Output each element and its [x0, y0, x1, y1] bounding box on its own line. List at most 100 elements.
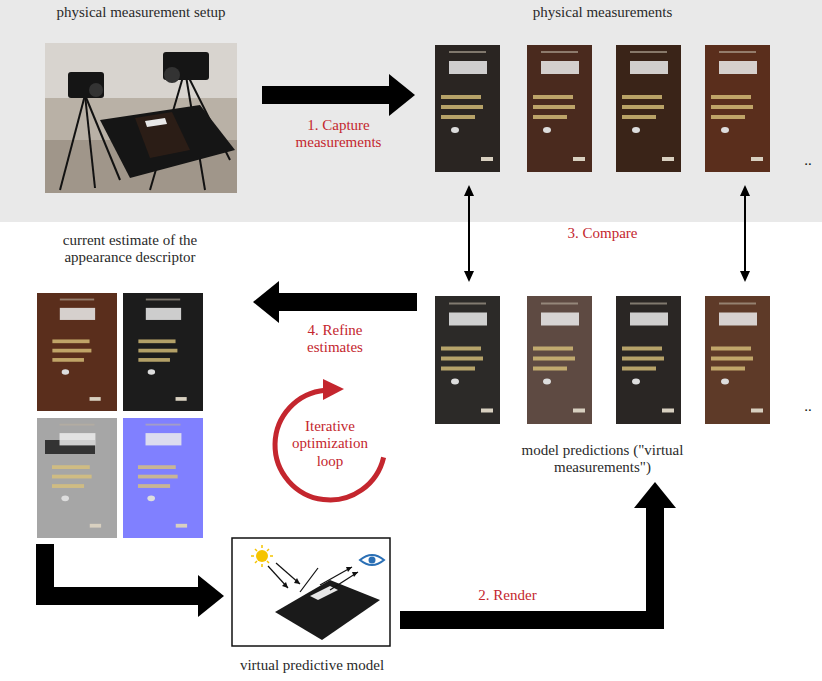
setup-photo-part [89, 83, 103, 97]
loop-label: Iterative optimization loop [282, 418, 378, 470]
virtual-model-part-part [267, 561, 269, 563]
virtual-model-part-part [267, 549, 269, 551]
image-group: physical measurements [425, 4, 780, 177]
arrow-head [740, 271, 750, 282]
loop-arrow [275, 379, 384, 500]
descriptor-maps-part [52, 424, 101, 528]
virtual-model-part [275, 580, 380, 640]
virtual-model-part [360, 555, 384, 565]
ellipsis-mark: .. [798, 152, 818, 169]
predicted-images-part [711, 303, 763, 413]
measured-images [435, 45, 770, 172]
flow-arrow [45, 544, 224, 617]
measured-images-part [705, 45, 770, 172]
measured-images-part [435, 45, 500, 172]
virtual-model-part [232, 538, 390, 646]
descriptor-maps [37, 293, 203, 538]
image-group: model predictions ("virtual measurements… [425, 290, 780, 476]
virtual-model-part [268, 563, 358, 592]
measured-images-part [711, 51, 763, 161]
setup-photo-part [164, 67, 180, 83]
arrow-head [634, 482, 676, 508]
predicted-images-part [622, 303, 674, 413]
virtual-model-part [256, 550, 268, 562]
measured-images-part [527, 45, 592, 172]
virtual-model-part-part [276, 563, 300, 584]
virtual-model-part-part [255, 561, 257, 563]
flow-arrow [253, 281, 417, 323]
virtual-model-part-part [320, 567, 352, 585]
ellipsis-mark: .. [798, 398, 818, 415]
arrow-head [389, 74, 415, 116]
predicted-images [435, 296, 770, 424]
virtual-model-part [369, 557, 376, 564]
virtual-model-part [251, 545, 273, 567]
step-label: 1. Capture measurements [283, 117, 395, 152]
measured-images-part [622, 51, 674, 161]
measured-images-part [533, 51, 585, 161]
virtual-model-part [294, 578, 300, 584]
setup-photo-part-part [60, 95, 85, 190]
photo-panel: physical measurement setup [28, 4, 254, 196]
node-heading: current estimate of the appearance descr… [30, 232, 230, 267]
node-heading: physical measurements [533, 4, 673, 21]
setup-photo-part [100, 105, 235, 178]
predicted-images-part [616, 296, 681, 424]
node-heading: virtual predictive model [240, 657, 384, 674]
arrow-shaft [262, 86, 390, 104]
arrow-head [464, 185, 474, 196]
virtual-model-part-part [251, 555, 254, 557]
node-heading: physical measurement setup [56, 4, 225, 21]
setup-photo-part [45, 43, 237, 98]
physical-band [0, 0, 822, 222]
virtual-model-part-part [270, 555, 273, 557]
descriptor-maps-part [37, 293, 117, 411]
virtual-model [232, 538, 390, 646]
flow-arrow [262, 74, 415, 116]
arrow-head [198, 575, 224, 617]
step-label: 2. Render [453, 587, 563, 604]
virtual-model-part-part [330, 572, 358, 590]
virtual-model-part-part [255, 549, 257, 551]
virtual-model-part-part [261, 564, 263, 567]
virtual-model-part [346, 567, 352, 572]
setup-photo-part [145, 118, 167, 127]
predicted-images-part [705, 296, 770, 424]
arrow-head [464, 271, 474, 282]
predicted-images-part [441, 303, 493, 413]
predicted-images-part [435, 296, 500, 424]
node-heading: model predictions ("virtual measurements… [498, 442, 708, 477]
flow-arrow [464, 185, 474, 282]
setup-photo-part [135, 112, 190, 158]
descriptor-maps-part [123, 293, 203, 411]
arrow-shaft [468, 195, 470, 272]
loop-arrow-part [275, 390, 384, 500]
arrow-shaft [744, 195, 746, 272]
step-label: 4. Refine estimates [289, 322, 381, 357]
virtual-model-part-part [300, 568, 318, 592]
virtual-model-part [282, 582, 288, 588]
predicted-images-part [533, 303, 585, 413]
descriptor-maps-part [138, 424, 187, 528]
virtual-model-part-part [268, 566, 288, 588]
virtual-model-part-part [261, 545, 263, 548]
arrow-head [740, 185, 750, 196]
measured-images-part [441, 51, 493, 161]
arrow-shaft [400, 507, 655, 620]
predicted-images-part [527, 296, 592, 424]
arrow-shaft [278, 293, 417, 311]
image-group: current estimate of the appearance descr… [15, 232, 245, 542]
descriptor-maps-part [138, 299, 186, 401]
arrow-head [253, 281, 279, 323]
model-box: virtual predictive model [228, 532, 396, 674]
setup-photo-part [45, 43, 237, 193]
setup-photo [45, 43, 237, 193]
descriptor-maps-part [52, 299, 100, 401]
virtual-model-part [352, 572, 358, 577]
setup-photo-part [68, 72, 104, 98]
step-label: 3. Compare [543, 225, 663, 242]
flow-arrow [400, 482, 676, 620]
flow-arrow [740, 185, 750, 282]
